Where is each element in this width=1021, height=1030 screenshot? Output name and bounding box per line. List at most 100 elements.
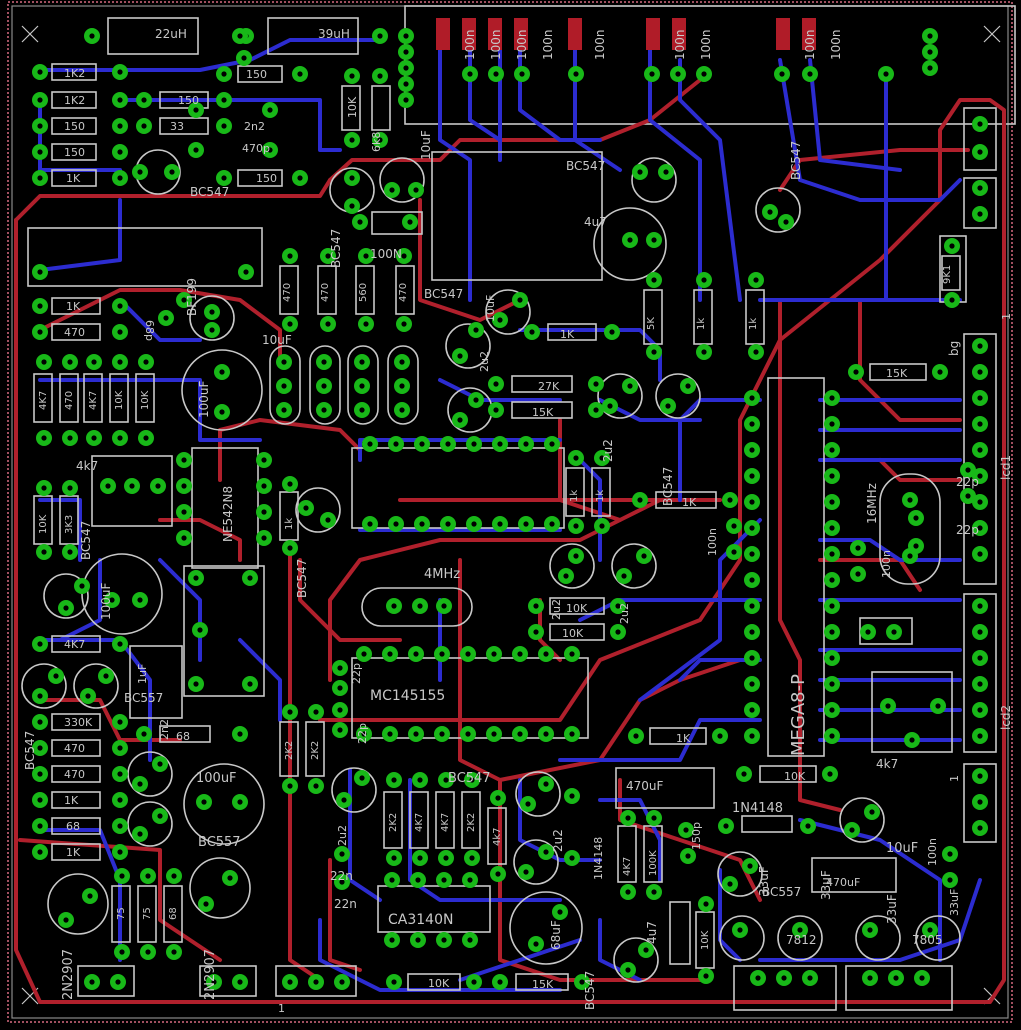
drill-hole [415, 937, 421, 943]
drill-hole [303, 505, 309, 511]
drill-hole [79, 583, 85, 589]
drill-hole [495, 871, 501, 877]
label-100n-r9: 100n [829, 29, 843, 60]
drill-hole [493, 71, 499, 77]
drill-hole [829, 395, 835, 401]
drill-hole [977, 343, 983, 349]
label-4k7-f: 4k7 [492, 827, 503, 846]
drill-hole [977, 551, 983, 557]
drill-hole [891, 629, 897, 635]
drill-hole [977, 185, 983, 191]
label-100uf-3: 100uF [196, 771, 237, 786]
drill-hole [197, 627, 203, 633]
drill-hole [937, 369, 943, 375]
drill-hole [651, 277, 657, 283]
drill-hole [181, 457, 187, 463]
drill-hole [829, 525, 835, 531]
label-470-d: 470 [398, 283, 409, 302]
drill-hole [829, 733, 835, 739]
label-10uf-4: 10uF [886, 841, 918, 856]
drill-hole [221, 71, 227, 77]
drill-hole [67, 485, 73, 491]
drill-hole [853, 369, 859, 375]
label-2n2-b: 2n2 [158, 719, 171, 740]
drill-hole [67, 549, 73, 555]
drill-hole [885, 703, 891, 709]
drill-hole [341, 797, 347, 803]
drill-hole [359, 359, 365, 365]
label-1uf: 1uF [136, 664, 149, 684]
drill-hole [977, 825, 983, 831]
drill-hole [977, 603, 983, 609]
drill-hole [337, 665, 343, 671]
drill-hole [977, 773, 983, 779]
drill-hole [543, 849, 549, 855]
drill-hole [387, 731, 393, 737]
drill-hole [977, 629, 983, 635]
label-470uf-2: 470uF [826, 876, 860, 889]
drill-hole [141, 123, 147, 129]
drill-hole [651, 815, 657, 821]
label-470-a: 470 [64, 326, 85, 339]
drill-hole [117, 329, 123, 335]
drill-hole [87, 893, 93, 899]
label-10k-e: 10K [140, 390, 151, 410]
drill-hole [117, 719, 123, 725]
drill-hole [419, 441, 425, 447]
drill-hole [893, 975, 899, 981]
drill-hole [297, 71, 303, 77]
label-22p-a: 22p [956, 475, 979, 489]
label-mega8: MEGA8-P [788, 674, 809, 756]
drill-hole [867, 975, 873, 981]
drill-hole [221, 97, 227, 103]
drill-hole [935, 703, 941, 709]
drill-hole [359, 775, 365, 781]
drill-hole [829, 629, 835, 635]
drill-hole [37, 123, 43, 129]
label-22p-b: 22p [956, 523, 979, 537]
label-100n-r7: 100n [699, 29, 713, 60]
drill-hole [247, 575, 253, 581]
drill-hole [927, 927, 933, 933]
drill-hole [621, 573, 627, 579]
drill-hole [247, 681, 253, 687]
drill-hole [321, 359, 327, 365]
drill-hole [829, 681, 835, 687]
label-4k7-c: 4K7 [64, 638, 85, 651]
label-4k7-pot: 4k7 [876, 757, 898, 771]
drill-hole [523, 521, 529, 527]
label-100n-r4: 100n [541, 29, 555, 60]
drill-hole [865, 629, 871, 635]
drill-hole [497, 441, 503, 447]
drill-hole [977, 421, 983, 427]
label-10k-d: 10K [114, 390, 125, 410]
drill-hole [749, 525, 755, 531]
drill-hole [129, 483, 135, 489]
drill-hole [749, 681, 755, 687]
drill-hole [117, 175, 123, 181]
drill-hole [947, 877, 953, 883]
label-1k-j: 1k [284, 518, 295, 530]
label-4u7-2: 4u7 [645, 921, 659, 944]
drill-hole [913, 543, 919, 549]
drill-hole [155, 483, 161, 489]
label-bc547-2: BC547 [329, 229, 343, 268]
drill-hole [753, 277, 759, 283]
drill-hole [767, 209, 773, 215]
drill-hole [569, 855, 575, 861]
label-1k-e: 1k [748, 318, 759, 330]
drill-hole [163, 315, 169, 321]
drill-hole [41, 435, 47, 441]
drill-hole [193, 107, 199, 113]
label-33uf-4: 33uF [948, 889, 961, 916]
drill-hole [37, 771, 43, 777]
drill-hole [749, 707, 755, 713]
drill-hole [625, 815, 631, 821]
label-1k2-a: 1K2 [64, 67, 85, 80]
label-100k: 100K [648, 850, 659, 876]
drill-hole [37, 823, 43, 829]
drill-hole [829, 551, 835, 557]
drill-hole [391, 777, 397, 783]
drill-hole [573, 553, 579, 559]
drill-hole [221, 123, 227, 129]
